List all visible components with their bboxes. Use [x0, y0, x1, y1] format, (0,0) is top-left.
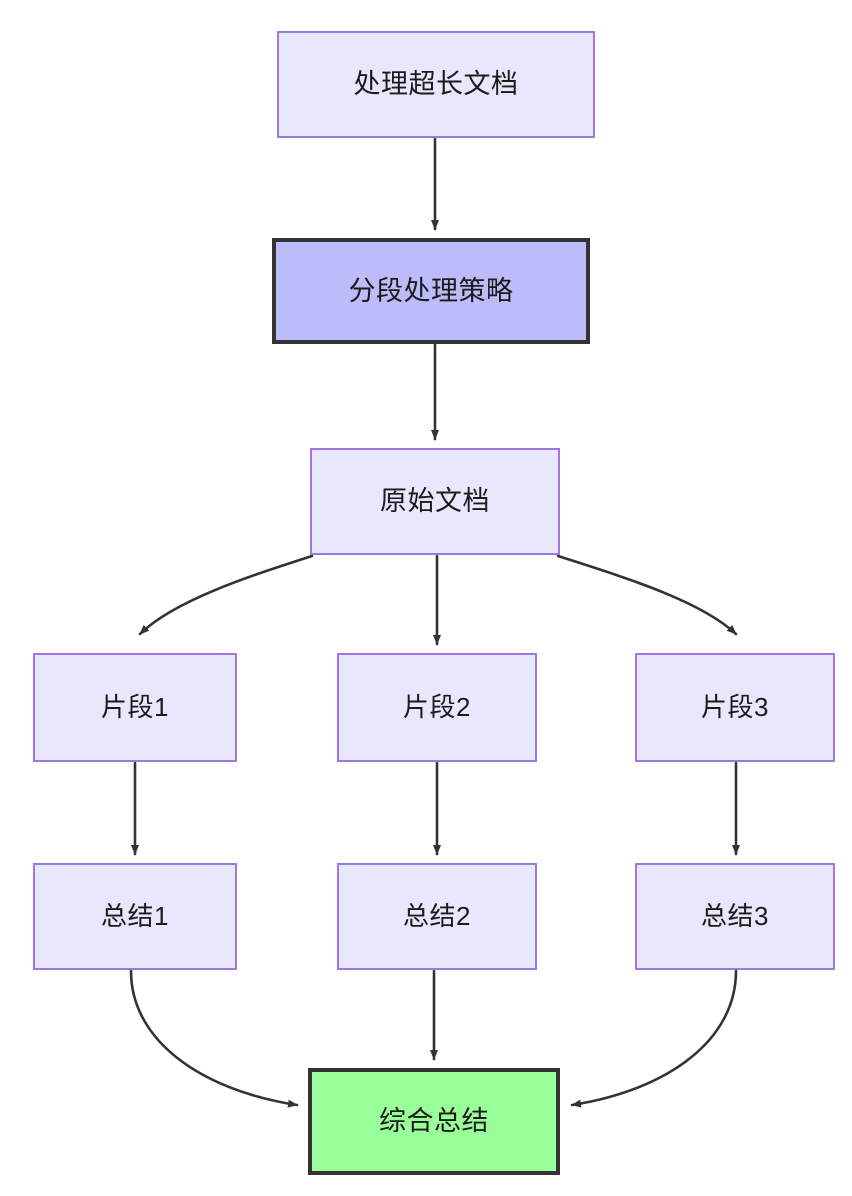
node-label: 片段2 [403, 691, 471, 722]
node-chunking-strategy[interactable]: 分段处理策略 [272, 238, 590, 344]
node-fragment-2[interactable]: 片段2 [337, 653, 537, 762]
edge-n3-to-n6 [556, 554, 738, 636]
node-summary-3[interactable]: 总结3 [635, 863, 835, 970]
node-label: 总结3 [701, 900, 769, 931]
node-fragment-1[interactable]: 片段1 [33, 653, 237, 762]
node-label: 原始文档 [380, 486, 490, 517]
node-label: 总结2 [403, 900, 471, 931]
node-label: 综合总结 [379, 1106, 489, 1137]
node-label: 总结1 [101, 900, 169, 931]
node-summary-2[interactable]: 总结2 [337, 863, 537, 970]
node-combined-summary[interactable]: 综合总结 [308, 1068, 560, 1175]
node-original-document[interactable]: 原始文档 [310, 448, 560, 555]
node-label: 片段3 [701, 691, 769, 722]
node-label: 处理超长文档 [353, 69, 519, 100]
node-label: 分段处理策略 [348, 275, 514, 306]
edge-n9-to-n10 [570, 969, 738, 1108]
edge-n3-to-n4 [138, 554, 314, 636]
edge-n7-to-n10 [129, 969, 299, 1108]
node-process-long-document[interactable]: 处理超长文档 [277, 31, 595, 138]
node-label: 片段1 [101, 691, 169, 722]
node-summary-1[interactable]: 总结1 [33, 863, 237, 970]
node-fragment-3[interactable]: 片段3 [635, 653, 835, 762]
